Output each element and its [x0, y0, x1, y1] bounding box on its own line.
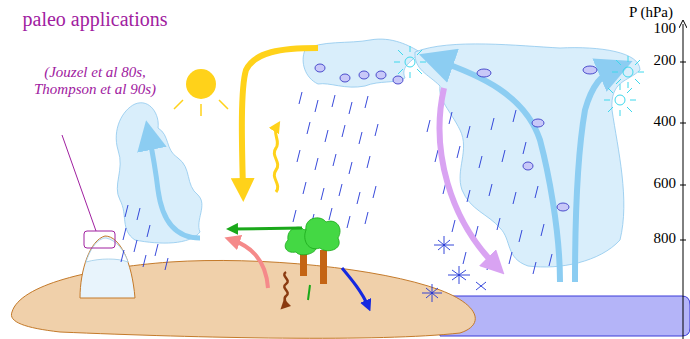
transpiration-arrow [232, 228, 302, 229]
trees [285, 218, 340, 300]
axis-value: 100 [630, 20, 676, 37]
runoff-arrow [342, 268, 368, 306]
sun [174, 69, 228, 116]
pressure-axis [683, 24, 684, 339]
ice-cap [80, 236, 135, 298]
axis-value: 200 [630, 52, 676, 69]
ice-crystals [394, 46, 644, 116]
leader-line [62, 135, 96, 231]
axis-value: 400 [630, 113, 676, 130]
axis-value: 800 [630, 230, 676, 247]
left-cloud [116, 103, 202, 243]
top-cloud [303, 39, 420, 87]
axis-title: P (hPa) [620, 4, 682, 21]
note-title: paleo applications [20, 8, 170, 31]
infiltration-arrow [284, 272, 288, 306]
radiation-arrow [242, 48, 318, 190]
convection-arrow [436, 60, 560, 282]
land [11, 260, 475, 338]
downdraft-arrow [440, 88, 496, 266]
rain [121, 92, 552, 274]
ocean [440, 296, 690, 336]
uplift-arrow [149, 135, 200, 238]
heat-arrow [274, 126, 277, 192]
drops [315, 64, 597, 211]
evaporation-arrow [232, 240, 268, 288]
axis-value: 600 [630, 175, 676, 192]
note-reference: (Jouzel et al 80s, Thompson et al 90s) [20, 64, 170, 99]
core-site-box [84, 231, 115, 248]
snowflakes [422, 236, 486, 302]
axis-ticks [680, 62, 686, 240]
